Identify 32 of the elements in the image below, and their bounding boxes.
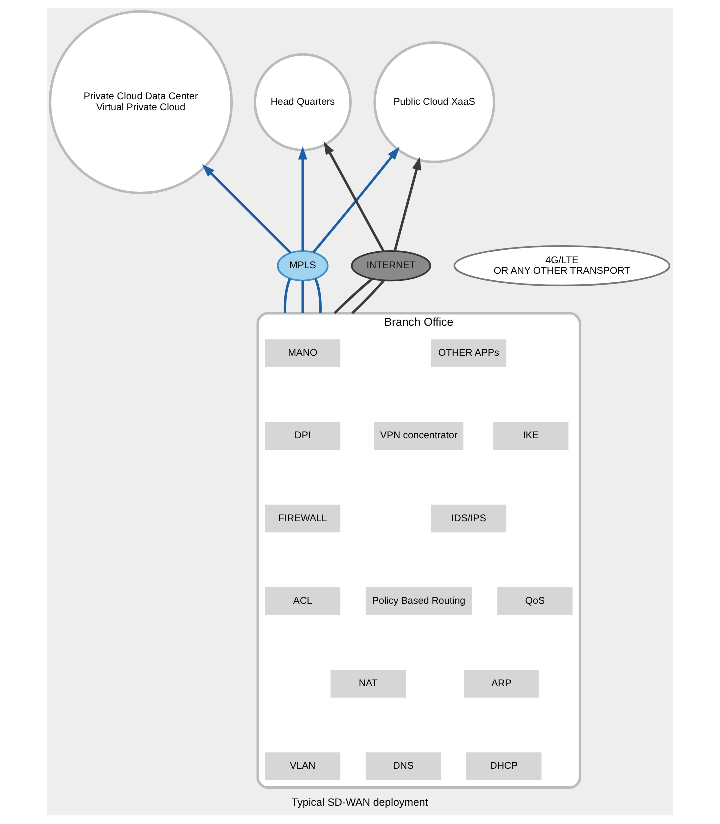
node-box: DHCP <box>464 751 544 782</box>
node-ellipse: 4G/LTE OR ANY OTHER TRANSPORT <box>454 246 671 287</box>
node-box: FIREWALL <box>264 503 342 534</box>
node-circle: Head Quarters <box>254 53 352 152</box>
connector <box>314 278 322 314</box>
node-box: VPN concentrator <box>372 420 466 452</box>
arrow <box>312 146 400 254</box>
arrow <box>298 146 308 252</box>
node-circle: Public Cloud XaaS <box>374 42 496 164</box>
connector <box>284 278 292 314</box>
node-ellipse: MPLS <box>277 250 329 282</box>
connector <box>352 280 386 314</box>
node-box: QoS <box>496 586 574 617</box>
connector <box>334 278 374 314</box>
caption: Typical SD-WAN deployment <box>292 797 428 810</box>
node-box: ARP <box>462 668 541 700</box>
node-box: DNS <box>364 751 443 782</box>
node-box: DPI <box>264 420 342 452</box>
node-ellipse: INTERNET <box>351 250 432 282</box>
connector <box>302 280 304 314</box>
node-box: OTHER APPs <box>430 338 508 370</box>
node-box: VLAN <box>264 751 342 782</box>
arrow <box>202 164 292 254</box>
node-box: IDS/IPS <box>430 503 508 534</box>
node-box: IKE <box>492 420 570 452</box>
node-box: NAT <box>329 668 408 700</box>
node-circle: Private Cloud Data Center Virtual Private Cloud <box>49 10 234 194</box>
node-box: ACL <box>264 586 342 617</box>
arrow <box>324 142 385 252</box>
node-box: MANO <box>264 338 342 370</box>
node-box: Policy Based Routing <box>364 586 474 617</box>
arrow <box>394 156 422 252</box>
